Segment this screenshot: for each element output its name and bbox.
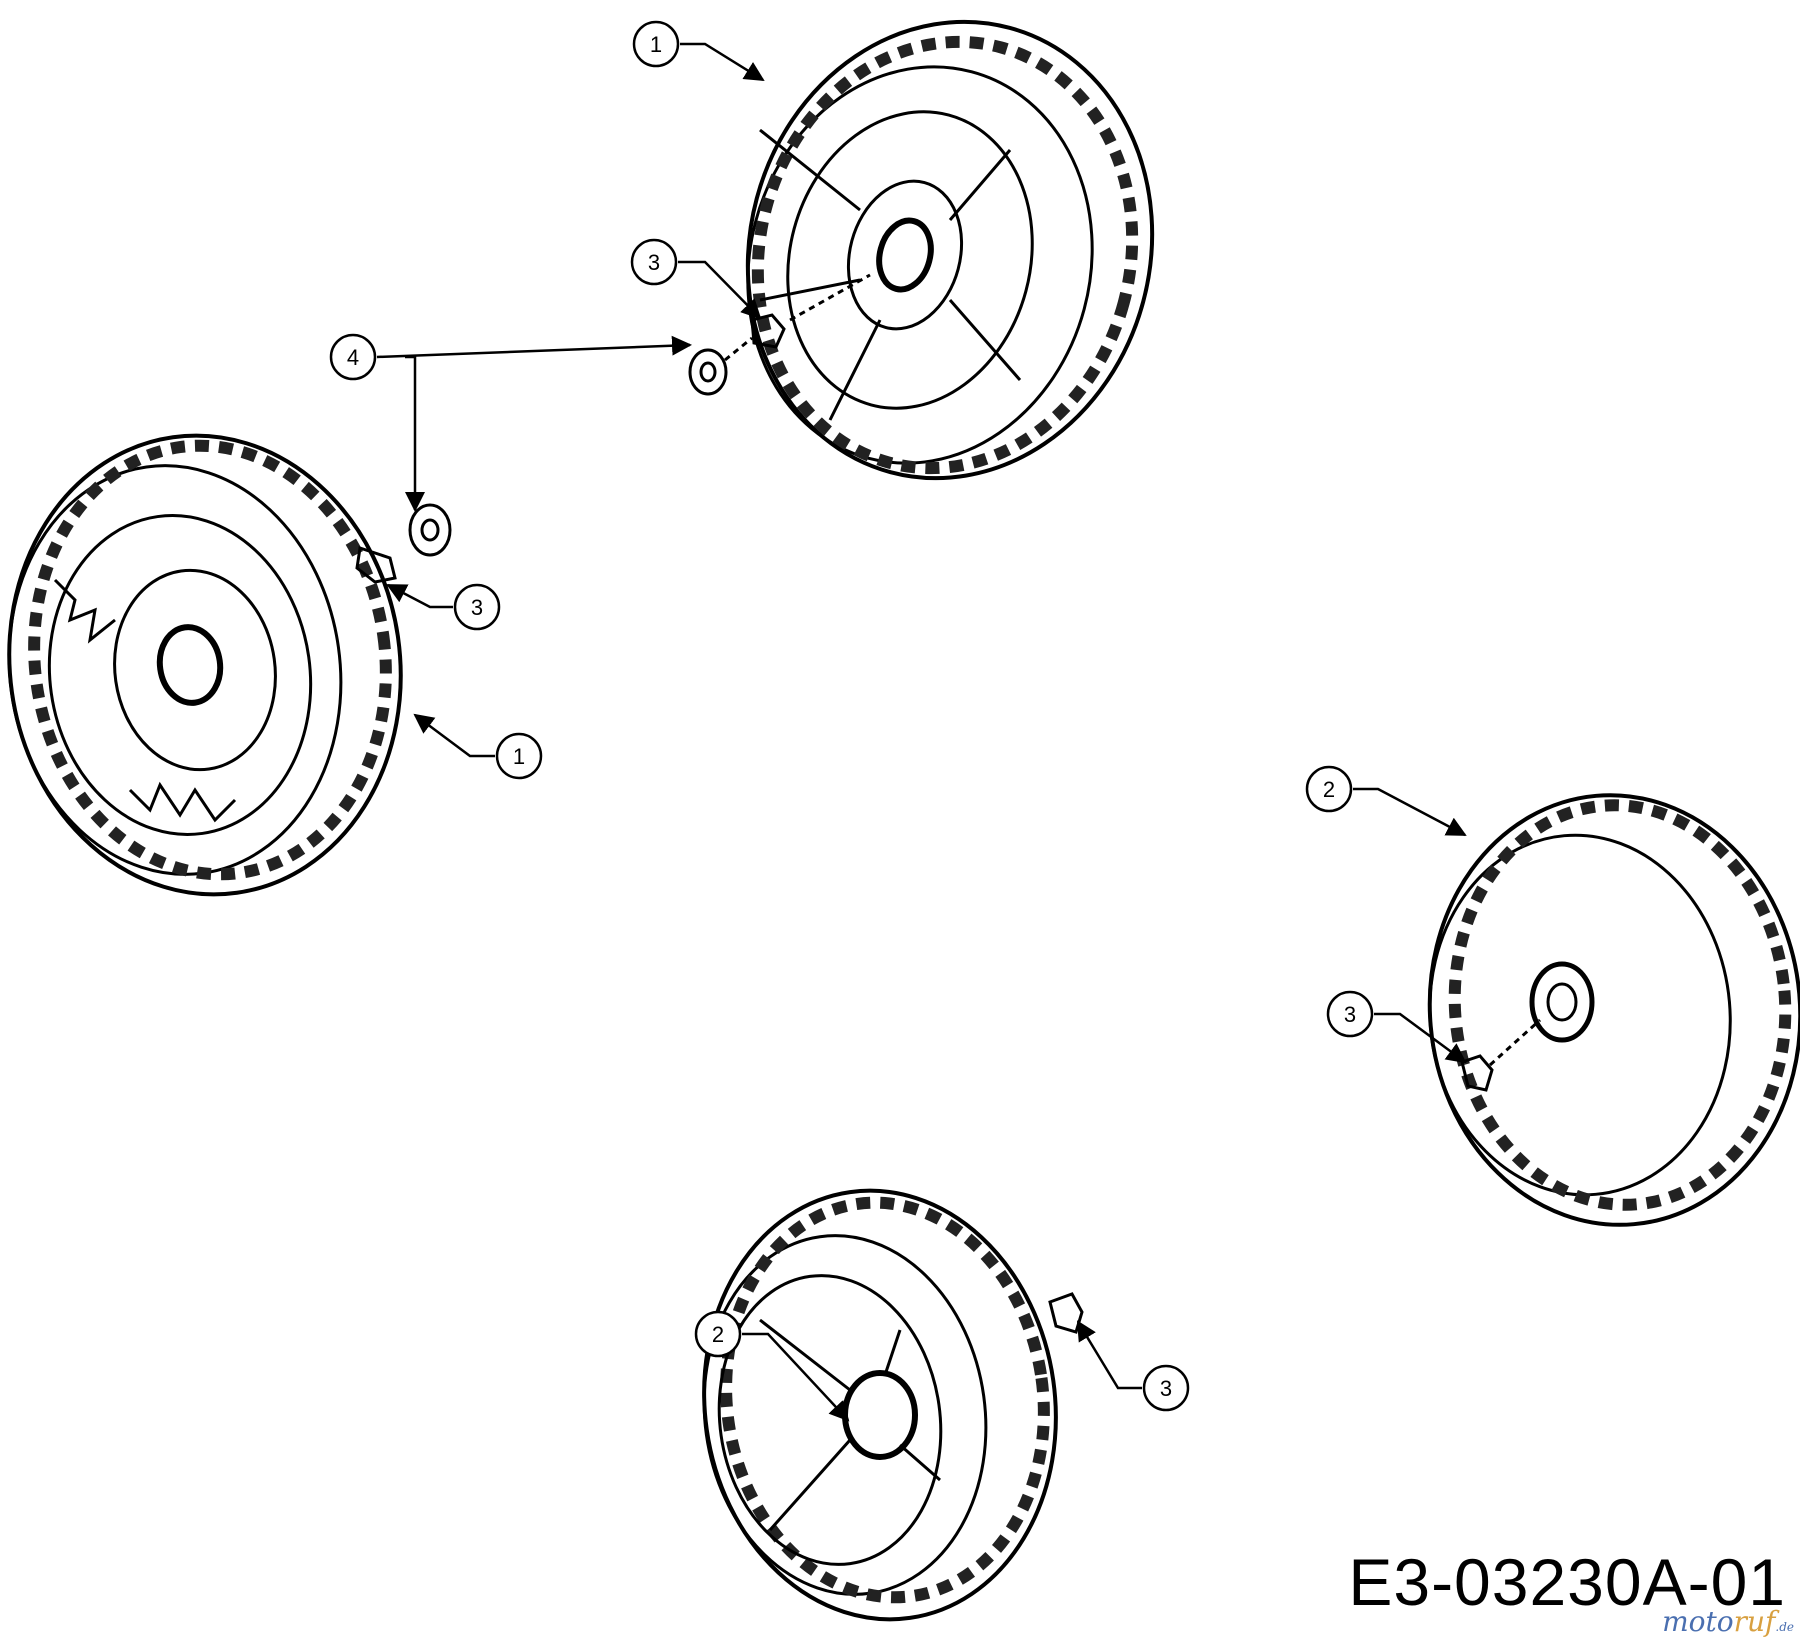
- callout-3-left[interactable]: 3: [453, 583, 501, 631]
- wheel-right: [1427, 793, 1800, 1227]
- svg-text:2: 2: [1323, 777, 1335, 802]
- callout-2-bottom[interactable]: 2: [694, 1310, 742, 1358]
- svg-text:2: 2: [712, 1322, 724, 1347]
- callout-3-bottom[interactable]: 3: [1142, 1364, 1190, 1412]
- wheel-top: [745, 19, 1155, 481]
- svg-text:4: 4: [347, 345, 359, 370]
- svg-text:3: 3: [471, 595, 483, 620]
- svg-text:3: 3: [1344, 1002, 1356, 1027]
- svg-text:3: 3: [1160, 1376, 1172, 1401]
- svg-text:1: 1: [513, 744, 525, 769]
- small-parts: [355, 273, 1542, 1334]
- callout-3-top[interactable]: 3: [630, 238, 678, 286]
- callout-1-left[interactable]: 1: [495, 732, 543, 780]
- svg-text:3: 3: [648, 250, 660, 275]
- clip-top: [750, 313, 786, 349]
- wheel-bottom: [702, 1188, 1058, 1622]
- clip-right: [1460, 1054, 1494, 1092]
- callouts: 1 3 4 3 1 2 3 2 3: [329, 20, 1374, 1412]
- svg-text:1: 1: [650, 32, 662, 57]
- washer-left: [408, 503, 452, 557]
- wheel-left: [7, 433, 403, 897]
- watermark-logo: motoruf.de: [1662, 1605, 1794, 1638]
- washer-top: [688, 348, 728, 396]
- clip-bottom: [1048, 1292, 1084, 1334]
- callout-3-right[interactable]: 3: [1326, 990, 1374, 1038]
- drawing-code: E3-03230A-01: [1348, 1545, 1786, 1619]
- callout-4[interactable]: 4: [329, 333, 377, 381]
- clip-left: [355, 546, 397, 584]
- callout-2-right[interactable]: 2: [1305, 765, 1353, 813]
- leader-lines: [376, 42, 1467, 1422]
- callout-1-top[interactable]: 1: [632, 20, 680, 68]
